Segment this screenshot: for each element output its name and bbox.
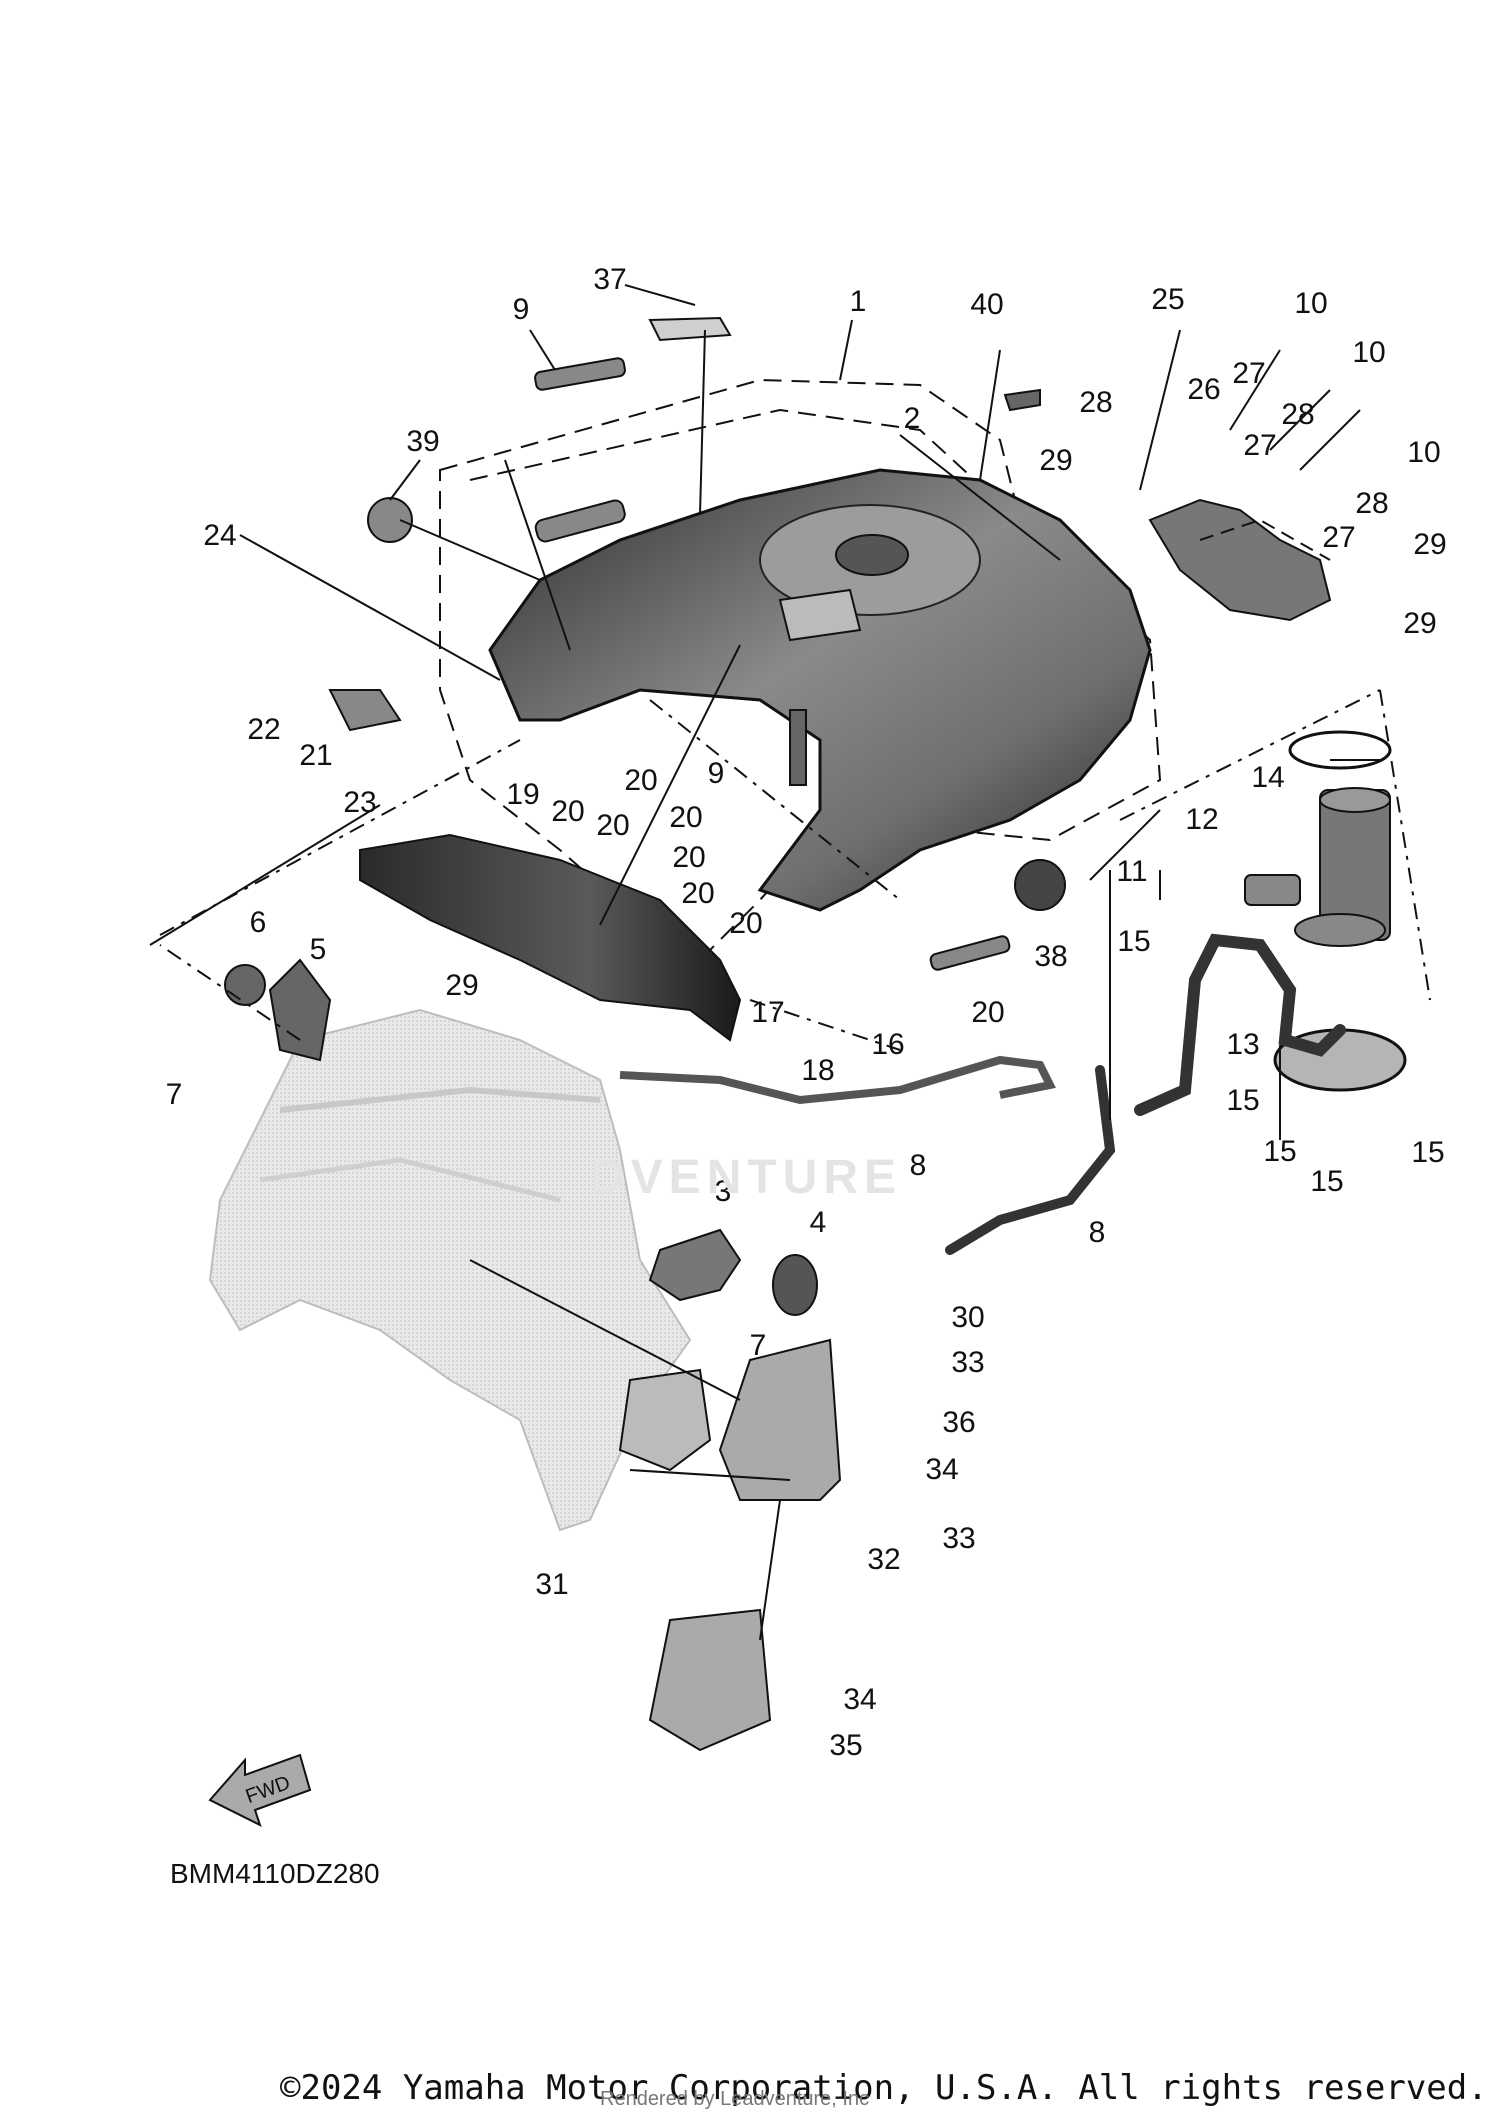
callout-26: 25 [1151,283,1185,316]
callout-39: 38 [1034,940,1068,973]
callout-28c: 28 [1355,487,1389,520]
callout-20f: 20 [672,841,706,874]
callout-25: 24 [203,519,237,552]
callout-7a: 7 [165,1078,183,1111]
callout-20e: 20 [669,801,703,834]
callout-29c: 29 [1413,528,1447,561]
callout-23: 22 [247,713,281,746]
callout-20a: 19 [506,778,540,811]
callout-13: 13 [1226,1028,1260,1061]
callout-28a: 27 [1232,357,1266,390]
callout-9b: 9 [707,757,725,790]
assembly-lines [159,689,1431,1051]
callout-28b: 28 [1281,398,1315,431]
callout-37: 36 [942,1406,976,1439]
diagram-code: BMM4110DZ280 [170,1858,380,1889]
callout-10b: 10 [1352,336,1386,369]
small-parts [224,316,1066,1752]
callout-36: 35 [829,1729,863,1762]
callout-30: 29 [445,969,479,1002]
callout-41: 40 [970,288,1004,321]
frame-part [208,1008,692,1532]
callout-8a: 8 [909,1149,927,1182]
callout-1: 1 [849,285,867,318]
callout-27b: 27 [1243,429,1277,462]
copyright-notice: ©2024 Yamaha Motor Corporation, U.S.A. A… [280,2068,1488,2108]
callout-27c: 27 [1322,521,1356,554]
callout-6: 6 [249,906,267,939]
callout-15b: 15 [1263,1135,1297,1168]
callout-34a: 33 [951,1346,985,1379]
leader-lines [149,284,1380,1641]
fwd-arrow-icon [208,1753,312,1827]
callout-33b: 33 [942,1522,976,1555]
callout-22: 21 [299,739,333,772]
drain-hose [945,1065,1116,1255]
render-watermark: Rendered by Leadventure, Inc [600,2088,870,2110]
callout-29b: 29 [1039,444,1073,477]
callout-40: 39 [406,425,440,458]
callout-27a: 26 [1187,373,1221,406]
callout-20g: 20 [681,877,715,910]
callout-21: 20 [971,996,1005,1029]
callout-14: 14 [1251,761,1285,794]
callout-7b: 7 [749,1329,767,1362]
callout-20h: 20 [729,907,763,940]
callout-2: 2 [903,402,921,435]
fuel-hose [1134,933,1346,1116]
callout-12: 12 [1185,803,1219,836]
callout-31: 30 [951,1301,985,1334]
side-cover [359,833,742,1042]
callout-38: 37 [593,263,627,296]
bracket-assembly [1148,498,1332,622]
callout-34b: 34 [925,1453,959,1486]
callout-18: 17 [751,996,785,1029]
callout-20c: 20 [596,809,630,842]
callout-16: 15 [1117,925,1151,958]
callout-9a: 9 [512,293,530,326]
callout-20b: 20 [551,795,585,828]
callout-33a: 32 [867,1543,901,1576]
callout-19: 18 [801,1054,835,1087]
callout-24: 23 [343,786,377,819]
breather-hose [619,1055,1056,1105]
center-watermark: DVENTURE [590,1151,903,1204]
callout-20d: 20 [624,764,658,797]
fuel-pump [1244,730,1392,947]
callout-35: 34 [843,1683,877,1716]
callout-10a: 10 [1294,287,1328,320]
callout-11: 11 [1116,855,1148,888]
callout-29d: 29 [1403,607,1437,640]
callout-15c: 15 [1310,1165,1344,1198]
callout-15d: 15 [1411,1136,1445,1169]
callout-10c: 10 [1407,436,1441,469]
callout-32: 31 [535,1568,569,1601]
callout-15a: 15 [1226,1084,1260,1117]
fuel-tank [488,468,1152,912]
callout-3: 3 [714,1175,732,1208]
callout-5: 5 [309,933,327,966]
callout-4: 4 [809,1206,827,1239]
callout-17: 16 [871,1028,905,1061]
callout-29a: 28 [1079,386,1113,419]
callout-8b: 8 [1088,1216,1106,1249]
